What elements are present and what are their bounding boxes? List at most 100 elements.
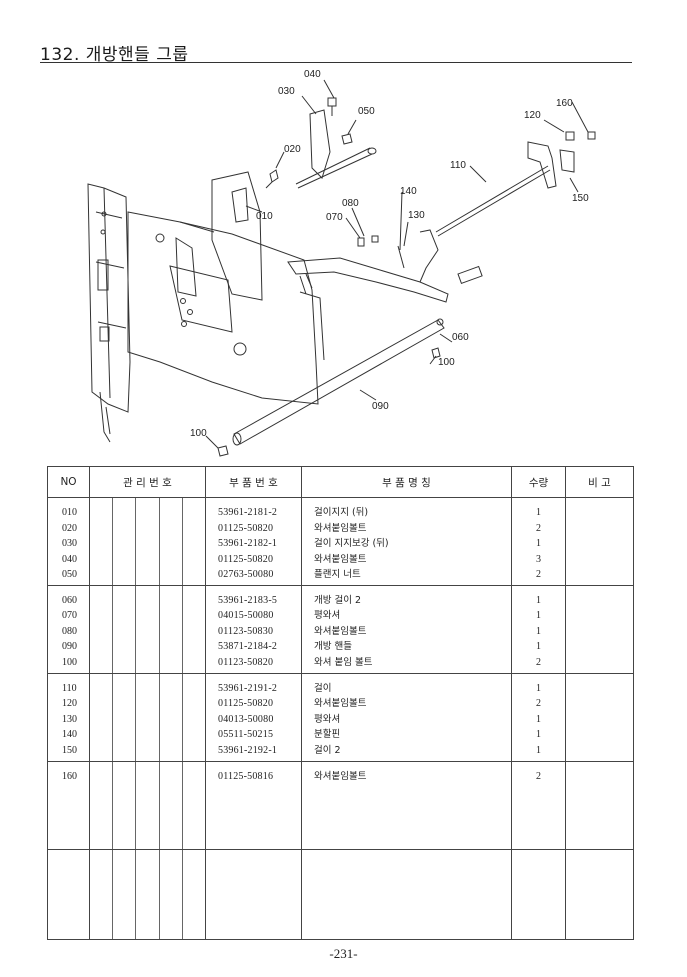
page-title: 132. 개방핸들 그룹 [40,45,189,65]
cell-name: 걸이지지 (뒤) [314,507,369,518]
cell-name: 와셔붙임볼트 [314,770,367,782]
cell-part-no: 05511-50215 [218,729,274,741]
nut-050 [341,133,353,145]
cell-no: 160 [62,770,77,782]
callout-040: 040 [304,69,321,80]
bolt-040 [327,97,337,107]
callout-140: 140 [400,186,417,197]
name-cell [301,848,512,941]
main-body-plate [127,211,319,405]
cell-no: 030 [62,538,77,549]
callout-080: 080 [342,198,359,209]
callout-100-left: 100 [190,428,207,439]
header-no: NO [47,466,90,498]
callout-120: 120 [524,110,541,121]
cell-no: 120 [62,698,77,710]
cell-part-no: 01125-50816 [218,770,274,782]
cell-qty: 2 [536,522,541,534]
callout-160: 160 [556,98,573,109]
cell-no: 040 [62,553,77,565]
callout-060: 060 [452,332,469,343]
callout-030: 030 [278,86,295,97]
page-header: 132. 개방핸들 그룹 [40,38,632,65]
cell-name: 분할핀 [314,729,341,741]
cell-qty: 1 [536,682,541,694]
cell-qty: 1 [536,610,541,622]
qty-cell: 2 [511,760,566,850]
cell-qty: 3 [536,553,541,565]
cell-part-no: 53961-2183-5 [218,594,278,606]
remark-cell [565,848,634,941]
mgmt-no-cell [89,497,206,586]
header-part-no: 부 품 번 호 [205,466,302,498]
cell-qty: 2 [536,569,541,580]
part_no-cell: 01125-50816 [205,760,302,850]
remark-cell [565,584,634,674]
cell-name: 개방 핸들 [314,641,352,653]
cell-part-no: 53961-2182-1 [218,538,278,549]
table-row [47,848,634,941]
cell-qty: 1 [536,625,541,637]
cell-no: 100 [62,656,77,668]
cell-part-no: 02763-50080 [218,569,274,580]
bracket-010 [231,187,249,223]
name-cell: 와셔붙임볼트 [301,760,512,850]
mgmt-no-cell [89,672,206,762]
qty-cell [511,848,566,941]
callout-050: 050 [358,106,375,117]
cell-no: 130 [62,713,77,725]
table-header-row: NO 관 리 번 호 부 품 번 호 부 품 명 칭 수량 비 고 [47,466,634,498]
cell-name: 플랜지 너트 [314,569,361,580]
cell-name: 와셔붙임볼트 [314,522,367,534]
cell-no: 070 [62,610,77,622]
cell-qty: 1 [536,729,541,741]
page-number: -231- [329,946,358,961]
cell-part-no: 53961-2191-2 [218,682,278,694]
callout-110: 110 [450,160,466,171]
cell-no: 150 [62,744,77,756]
frame-plate-left [87,183,131,413]
exploded-view-drawing: 040 030 050 020 010 080 070 140 130 110 … [87,69,596,457]
remark-cell [565,760,634,850]
no-cell [47,848,90,941]
cell-name: 평와셔 [314,610,341,622]
cell-part-no: 53871-2184-2 [218,641,278,653]
qty-cell: 1 1 1 1 2 [511,584,566,674]
cell-name: 와셔붙임볼트 [314,625,367,637]
cell-name: 걸이 지지보강 (뒤) [314,538,389,549]
cell-name: 와셔붙임볼트 [314,553,367,565]
callout-020: 020 [284,144,301,155]
cell-qty: 2 [536,656,541,668]
cell-qty: 1 [536,744,541,756]
cell-qty: 1 [536,713,541,725]
mgmt-no-cell [89,760,206,850]
cell-no: 090 [62,641,77,653]
cell-name: 개방 걸이 2 [314,594,362,606]
cell-qty: 1 [536,594,541,606]
bracket-150 [527,141,557,189]
cell-part-no: 01125-50820 [218,698,274,710]
link-rod-110 [435,165,551,237]
cell-no: 010 [62,507,77,518]
cell-qty: 1 [536,641,541,653]
cell-part-no: 01123-50820 [218,656,274,668]
cell-part-no: 01125-50820 [218,522,274,534]
no-cell: 160 [47,760,90,850]
remark-cell [565,672,634,762]
cell-part-no: 04015-50080 [218,610,274,622]
cell-name: 평와셔 [314,713,341,725]
parts-diagram: 040 030 050 020 010 080 070 140 130 110 … [0,62,687,466]
